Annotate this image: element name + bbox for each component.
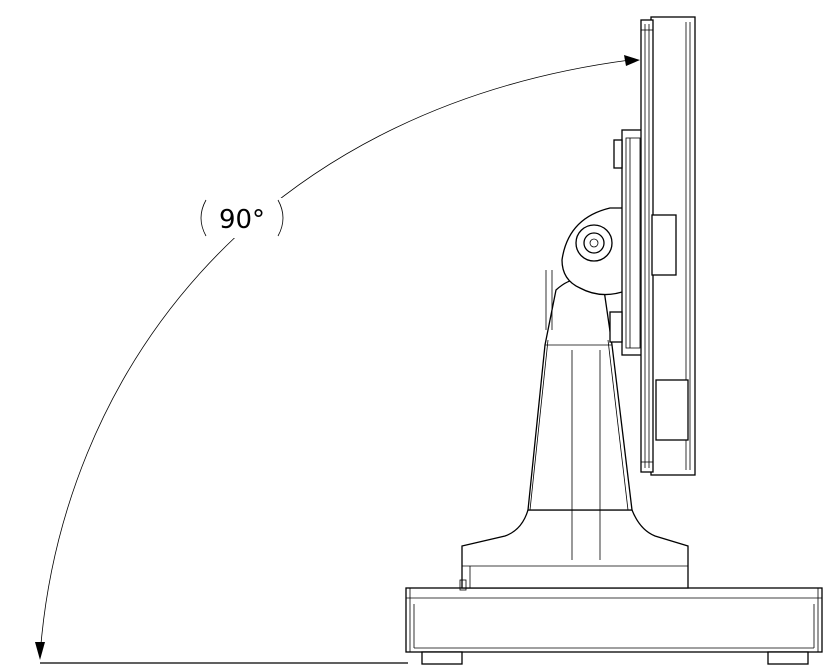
arc-arrowhead-bottom bbox=[35, 642, 45, 660]
angle-dimension-arc bbox=[39, 59, 631, 657]
monitor-body bbox=[640, 16, 696, 476]
hinge-pivot-inner bbox=[583, 232, 605, 254]
right-paren bbox=[277, 199, 284, 237]
left-paren bbox=[200, 199, 207, 237]
mounting-bracket bbox=[609, 129, 645, 356]
hinge-assembly bbox=[561, 207, 629, 296]
arc-arrowhead-top bbox=[624, 55, 640, 66]
angle-label: 90° bbox=[219, 205, 265, 235]
angle-label-group: 90° bbox=[195, 198, 290, 238]
stand-foot bbox=[459, 509, 689, 591]
base-plate bbox=[405, 587, 823, 665]
